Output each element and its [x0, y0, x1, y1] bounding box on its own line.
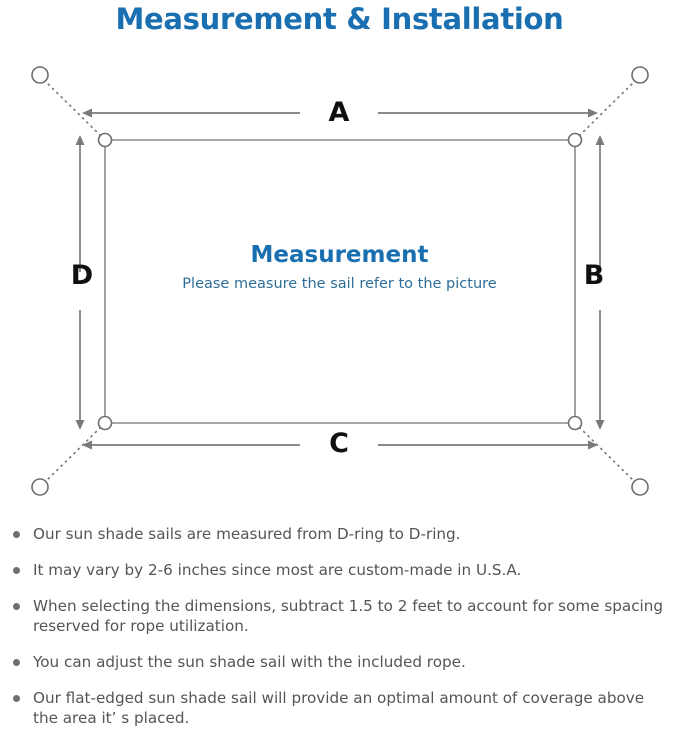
d-ring-icon-top-right [567, 132, 583, 148]
dimension-label-c: C [329, 428, 349, 459]
dimension-label-a: A [328, 97, 350, 128]
d-ring-icon-top-left [97, 132, 113, 148]
note-text: It may vary by 2-6 inches since most are… [33, 561, 522, 580]
anchor-point-icon-bottom-left [31, 478, 49, 496]
bullet-icon [13, 567, 20, 575]
dimension-label-d: D [70, 260, 94, 291]
sail-rectangle [104, 139, 576, 424]
measurement-diagram [0, 52, 679, 517]
anchor-point-icon-top-right [631, 66, 649, 84]
d-ring-icon-bottom-right [567, 415, 583, 431]
page-title: Measurement & Installation [115, 2, 564, 36]
notes-list: Our sun shade sails are measured from D-… [0, 524, 679, 744]
note-text: You can adjust the sun shade sail with t… [33, 653, 466, 672]
bullet-icon [13, 603, 20, 611]
bullet-icon [13, 695, 20, 703]
note-item: When selecting the dimensions, subtract … [0, 596, 679, 636]
note-item: You can adjust the sun shade sail with t… [0, 652, 679, 672]
rope-line-bottom-left [44, 426, 102, 483]
note-item: Our flat-edged sun shade sail will provi… [0, 688, 679, 728]
note-text: When selecting the dimensions, subtract … [33, 597, 664, 636]
d-ring-icon-bottom-left [97, 415, 113, 431]
note-text: Our flat-edged sun shade sail will provi… [33, 689, 645, 728]
bullet-icon [13, 531, 20, 538]
bullet-icon [13, 659, 20, 667]
note-item: It may vary by 2-6 inches since most are… [0, 560, 679, 580]
diagram-svg [31, 66, 649, 496]
anchor-point-icon-bottom-right [631, 478, 649, 496]
anchor-point-icon-top-left [31, 66, 49, 84]
note-text: Our sun shade sails are measured from D-… [33, 525, 461, 543]
rope-line-bottom-right [578, 426, 636, 483]
note-item: Our sun shade sails are measured from D-… [0, 524, 679, 544]
dimension-label-b: B [583, 260, 605, 291]
rope-line-top-right [578, 80, 636, 137]
rope-line-top-left [44, 80, 102, 137]
